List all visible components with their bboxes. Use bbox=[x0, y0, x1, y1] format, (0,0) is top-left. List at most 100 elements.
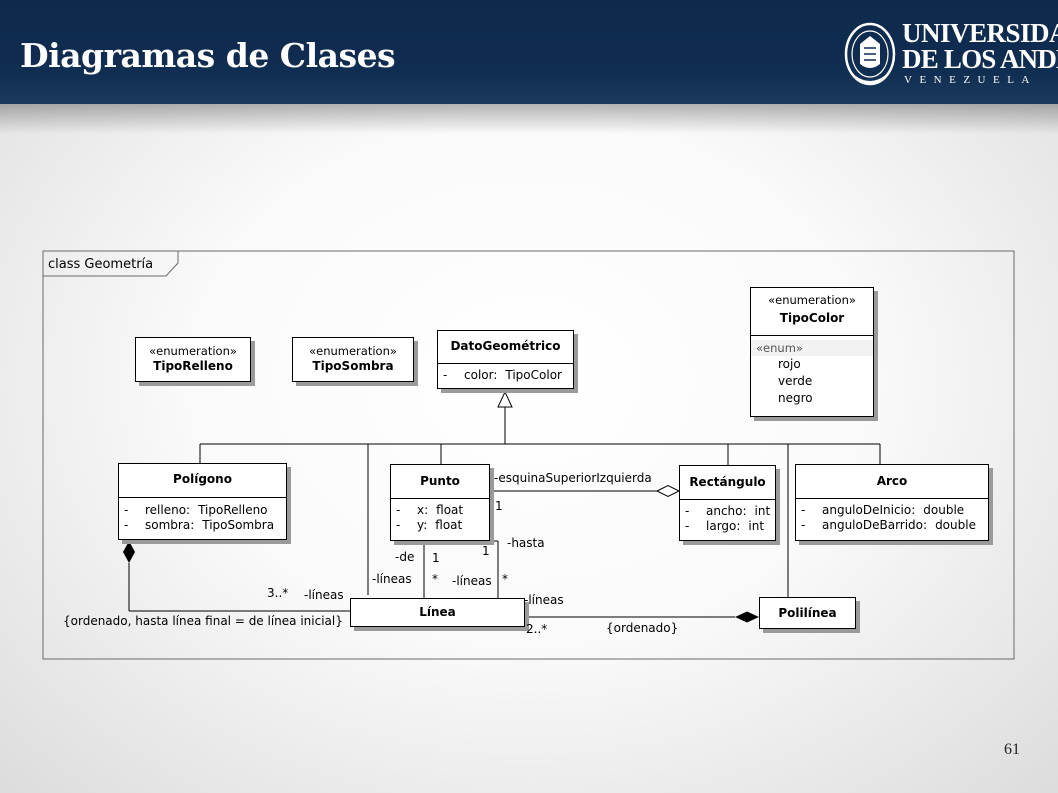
attribute-compartment: - x: float - y: float bbox=[391, 498, 489, 533]
university-seal-icon bbox=[844, 22, 896, 86]
multiplicity-hasta: 1 bbox=[482, 544, 490, 558]
attribute-visibility: - bbox=[443, 368, 448, 382]
role-hasta: -hasta bbox=[507, 536, 545, 550]
attribute-type: double bbox=[935, 518, 976, 532]
constraint-polilinea: {ordenado} bbox=[606, 621, 679, 635]
aggregation-diamond bbox=[655, 484, 681, 498]
multiplicity-lineas-punto-right: * bbox=[502, 572, 508, 586]
attribute-visibility: - bbox=[124, 503, 129, 517]
class-stereotype: «enumeration» bbox=[309, 344, 397, 358]
class-name: Polígono bbox=[173, 472, 232, 486]
attribute-name: color: bbox=[464, 368, 498, 382]
class-tiporelleno[interactable]: «enumeration» TipoRelleno bbox=[135, 337, 251, 382]
attribute-visibility: - bbox=[396, 503, 401, 517]
generalization-connectors bbox=[199, 407, 881, 597]
attribute-name: sombra: bbox=[145, 518, 195, 532]
attribute-name: largo: bbox=[706, 519, 741, 533]
attribute-row: - anguloDeBarrido: double bbox=[796, 518, 988, 533]
class-name: Polilínea bbox=[778, 606, 837, 620]
slide-header-bar bbox=[0, 0, 1058, 104]
attribute-type: int bbox=[754, 504, 771, 518]
class-arco[interactable]: Arco - anguloDeInicio: double - anguloDe… bbox=[795, 464, 989, 541]
attribute-row: - color: TipoColor bbox=[438, 368, 573, 383]
role-lineas-punto-right: -líneas bbox=[452, 574, 492, 588]
multiplicity-polilinea: 2..* bbox=[526, 622, 548, 636]
attribute-compartment: - color: TipoColor bbox=[438, 363, 573, 383]
attribute-row: - relleno: TipoRelleno bbox=[119, 503, 286, 518]
class-tiposombra[interactable]: «enumeration» TipoSombra bbox=[292, 337, 414, 382]
attribute-row: - anguloDeInicio: double bbox=[796, 503, 988, 518]
logo-text-line3: VENEZUELA bbox=[904, 74, 1037, 86]
attribute-visibility: - bbox=[685, 504, 690, 518]
class-name: TipoColor bbox=[779, 311, 845, 325]
slide-number: 61 bbox=[1004, 741, 1020, 758]
university-logo: UNIVERSIDAD DE LOS ANDES VENEZUELA bbox=[842, 14, 1058, 94]
enum-literal: rojo bbox=[778, 357, 801, 371]
attribute-name: anguloDeInicio: bbox=[822, 503, 916, 517]
attribute-visibility: - bbox=[396, 518, 401, 532]
attribute-row: - ancho: int bbox=[680, 504, 775, 519]
class-poligono[interactable]: Polígono - relleno: TipoRelleno - sombra… bbox=[118, 463, 287, 540]
class-polilinea[interactable]: Polilínea bbox=[759, 597, 856, 629]
class-linea[interactable]: Línea bbox=[350, 598, 525, 627]
attribute-row: - y: float bbox=[391, 518, 489, 533]
generalization-triangle bbox=[497, 390, 513, 408]
attribute-visibility: - bbox=[801, 503, 806, 517]
literal-compartment: «enum» rojo verde negro bbox=[751, 335, 873, 407]
class-datogeometrico[interactable]: DatoGeométrico - color: TipoColor bbox=[437, 330, 574, 389]
attribute-type: float bbox=[436, 503, 464, 517]
association-connectors bbox=[128, 490, 735, 618]
attribute-type: TipoSombra bbox=[202, 518, 275, 532]
attribute-compartment: - relleno: TipoRelleno - sombra: TipoSom… bbox=[119, 497, 286, 533]
enum-literal: negro bbox=[778, 391, 813, 405]
role-de: -de bbox=[395, 550, 415, 564]
enum-literal: verde bbox=[778, 374, 813, 388]
attribute-type: TipoColor bbox=[505, 368, 562, 382]
attribute-name: anguloDeBarrido: bbox=[822, 518, 928, 532]
class-name: Punto bbox=[420, 474, 460, 488]
class-tipocolor[interactable]: «enumeration» TipoColor «enum» rojo verd… bbox=[750, 287, 874, 417]
attribute-row: - x: float bbox=[391, 503, 489, 518]
class-name: Arco bbox=[876, 474, 908, 488]
attribute-row: - largo: int bbox=[680, 519, 775, 534]
diagram-frame bbox=[42, 250, 1015, 660]
logo-text-line2: DE LOS ANDES bbox=[902, 44, 1058, 74]
attribute-type: double bbox=[923, 503, 965, 517]
class-name: DatoGeométrico bbox=[450, 339, 561, 353]
attribute-type: int bbox=[748, 519, 765, 533]
multiplicity-lineas-punto-left: * bbox=[432, 572, 438, 586]
attribute-type: TipoRelleno bbox=[198, 503, 268, 517]
header-shadow bbox=[0, 104, 1058, 134]
class-rectangulo[interactable]: Rectángulo - ancho: int - largo: int bbox=[679, 465, 776, 541]
class-name: TipoSombra bbox=[312, 359, 394, 373]
composition-diamond-poligono bbox=[123, 541, 135, 563]
attribute-name: ancho: bbox=[706, 504, 747, 518]
attribute-visibility: - bbox=[124, 518, 129, 532]
role-lineas-punto-left: -líneas bbox=[372, 572, 412, 586]
class-stereotype: «enumeration» bbox=[149, 344, 237, 358]
role-lineas-poligono: -líneas bbox=[304, 588, 344, 602]
class-name: Línea bbox=[419, 605, 456, 619]
role-lineas-polilinea: -líneas bbox=[524, 593, 564, 607]
class-name: Rectángulo bbox=[689, 475, 766, 489]
class-name: TipoRelleno bbox=[153, 359, 233, 373]
attribute-compartment: - ancho: int - largo: int bbox=[680, 499, 775, 534]
attribute-visibility: - bbox=[685, 519, 690, 533]
attribute-compartment: - anguloDeInicio: double - anguloDeBarri… bbox=[796, 498, 988, 533]
multiplicity-de: 1 bbox=[432, 551, 440, 565]
attribute-name: y: bbox=[417, 518, 428, 532]
logo-text-line1: UNIVERSIDAD bbox=[902, 18, 1058, 48]
multiplicity-esquina: 1 bbox=[495, 499, 503, 513]
attribute-name: x: bbox=[417, 503, 429, 517]
attribute-row: - sombra: TipoSombra bbox=[119, 518, 286, 533]
slide-title: Diagramas de Clases bbox=[20, 36, 396, 75]
class-punto[interactable]: Punto - x: float - y: float bbox=[390, 464, 490, 541]
diagram-frame-title: class Geometría bbox=[48, 257, 153, 272]
composition-diamond-polilinea bbox=[735, 611, 759, 623]
role-esquina: -esquinaSuperiorIzquierda bbox=[494, 471, 652, 485]
attribute-name: relleno: bbox=[145, 503, 191, 517]
diagram-frame-tab bbox=[43, 251, 179, 277]
class-stereotype: «enumeration» bbox=[768, 293, 856, 307]
attribute-visibility: - bbox=[801, 518, 806, 532]
